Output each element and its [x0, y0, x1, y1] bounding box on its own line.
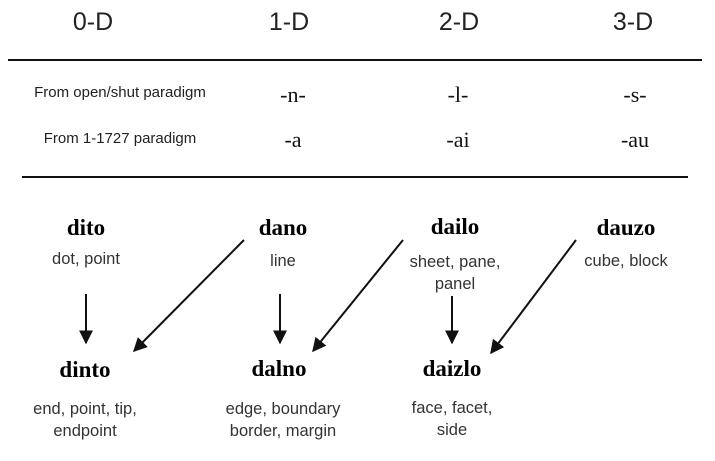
gloss-line: endpoint	[53, 422, 117, 440]
gloss-line: end, point, tip,	[33, 400, 137, 418]
gloss-dailo: sheet, pane, panel	[380, 251, 530, 295]
gloss-line: side	[436, 421, 468, 439]
gloss-line: face, facet,	[411, 399, 493, 417]
table-rule	[22, 176, 688, 178]
gloss-dinto: end, point, tip, endpoint	[10, 398, 160, 442]
row-label-open-shut: From open/shut paradigm	[34, 84, 206, 101]
dimension-header-1d: 1-D	[268, 8, 310, 36]
gloss-dauzo: cube, block	[551, 250, 701, 272]
gloss-dalno: edge, boundary border, margin	[208, 398, 358, 442]
affix-1d-1-1727: -a	[284, 127, 302, 152]
affix-3d-1-1727: -au	[620, 127, 650, 152]
gloss-line: line	[270, 252, 296, 270]
base-word-dauzo: dauzo	[596, 215, 656, 240]
header-rule	[8, 59, 702, 61]
derived-word-daizlo: daizlo	[422, 356, 482, 381]
gloss-line: cube, block	[584, 252, 668, 270]
affix-3d-open-shut: -s-	[623, 82, 647, 107]
arrow-dano-to-dinto	[133, 239, 245, 352]
arrow-dailo-to-dalno	[312, 239, 404, 353]
base-word-dailo: dailo	[430, 214, 480, 239]
derived-word-dalno: dalno	[251, 356, 307, 381]
gloss-line: panel	[434, 275, 476, 293]
dimension-header-0d: 0-D	[72, 8, 114, 36]
gloss-daizlo: face, facet, side	[377, 397, 527, 441]
base-word-dito: dito	[66, 215, 106, 240]
base-word-dano: dano	[258, 215, 308, 240]
dimension-header-2d: 2-D	[438, 8, 480, 36]
row-label-1-1727: From 1-1727 paradigm	[43, 130, 197, 147]
gloss-line: edge, boundary	[225, 400, 341, 418]
gloss-line: border, margin	[229, 422, 337, 440]
gloss-dito: dot, point	[11, 248, 161, 270]
gloss-line: sheet, pane,	[409, 253, 501, 271]
affix-1d-open-shut: -n-	[280, 82, 306, 107]
gloss-line: dot, point	[52, 250, 120, 268]
affix-2d-open-shut: -l-	[447, 82, 469, 107]
gloss-dano: line	[208, 250, 358, 272]
arrow-dauzo-to-daizlo	[490, 239, 577, 355]
affix-2d-1-1727: -ai	[446, 127, 470, 152]
derived-word-dinto: dinto	[59, 357, 111, 382]
dimension-header-3d: 3-D	[612, 8, 654, 36]
